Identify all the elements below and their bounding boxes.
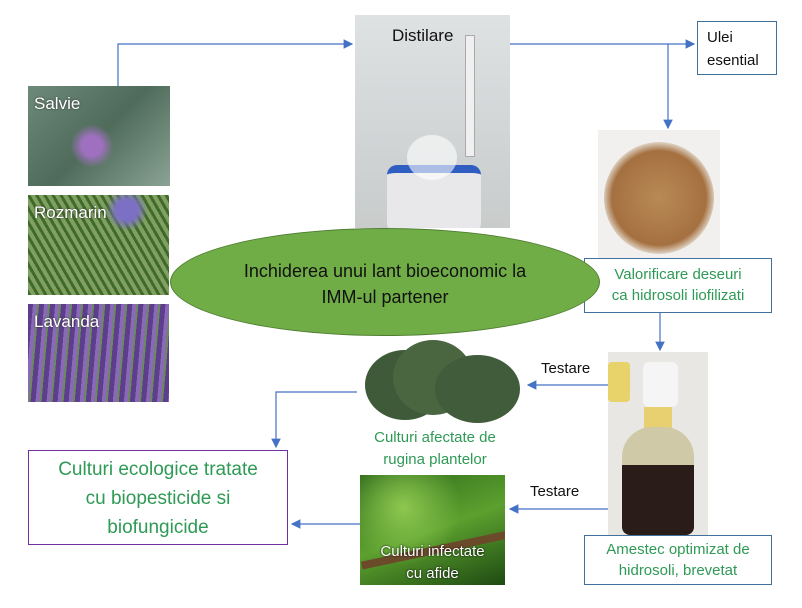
- rosemary-label: Rozmarin: [34, 203, 107, 222]
- arrow-rust-to-result: [271, 391, 357, 449]
- rust-leaf-image: [355, 340, 525, 435]
- mixture-box: Amestec optimizat de hidrosoli, brevetat: [584, 535, 772, 585]
- result-label-1: Culturi ecologice tratate: [58, 459, 258, 480]
- essential-oil-box: Ulei esential: [697, 21, 777, 75]
- rust-label: Culturi afectate de rugina plantelor: [345, 427, 525, 471]
- central-ellipse: Inchiderea unui lant bioeconomic la IMM-…: [170, 228, 600, 336]
- aphids-photo: Culturi infectate cu afide: [360, 475, 505, 585]
- spray-bottle-photo: [608, 352, 708, 537]
- oil-label-1: Ulei: [707, 29, 733, 46]
- waste-label-1: Valorificare deseuri: [614, 266, 742, 283]
- aphids-label-1: Culturi infectate: [380, 543, 485, 560]
- distillation-label: Distilare: [392, 26, 454, 45]
- sage-photo: Salvie: [28, 86, 170, 186]
- testing-label-aphids: Testare: [530, 483, 580, 500]
- arrow-herbs-to-distillation: [117, 39, 354, 86]
- mixture-label-1: Amestec optimizat de: [606, 541, 750, 558]
- lavender-label: Lavanda: [34, 312, 100, 331]
- result-label-3: biofungicide: [107, 517, 209, 538]
- lyophilized-hydrosol-photo: [598, 130, 720, 258]
- rust-label-2: rugina plantelor: [383, 451, 487, 468]
- aphids-label: Culturi infectate cu afide: [360, 541, 505, 585]
- central-text-1: Inchiderea unui lant bioeconomic la: [243, 261, 527, 281]
- waste-label-2: ca hidrosoli liofilizati: [611, 287, 745, 304]
- waste-valorization-box: Valorificare deseuri ca hidrosoli liofil…: [584, 258, 772, 313]
- aphids-label-2: cu afide: [406, 565, 459, 582]
- mixture-label-2: hidrosoli, brevetat: [618, 562, 738, 579]
- result-box: Culturi ecologice tratate cu biopesticid…: [28, 450, 288, 545]
- oil-label-2: esential: [707, 52, 759, 69]
- result-label-2: cu biopesticide si: [85, 488, 231, 509]
- lavender-photo: Lavanda: [28, 304, 169, 402]
- testing-label-rust: Testare: [541, 360, 591, 377]
- rust-label-1: Culturi afectate de: [374, 429, 496, 446]
- distillation-photo: Distilare: [355, 15, 510, 228]
- rosemary-photo: Rozmarin: [28, 195, 169, 295]
- central-text-2: IMM-ul partener: [321, 287, 449, 307]
- sage-label: Salvie: [34, 94, 81, 113]
